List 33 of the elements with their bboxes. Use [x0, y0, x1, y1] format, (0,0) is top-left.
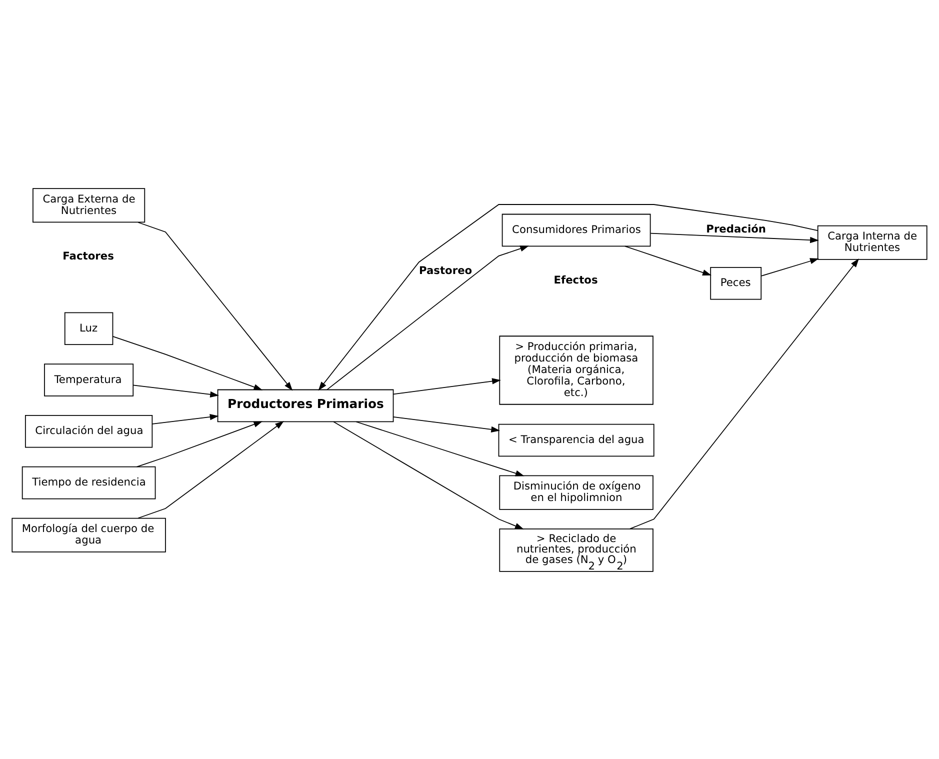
node-box: Consumidores Primarios — [502, 213, 651, 246]
node-box: Carga Externa de Nutrientes — [32, 188, 146, 222]
node-box: Carga Interna de Nutrientes — [817, 224, 928, 260]
node-box: Peces — [710, 266, 762, 300]
node-box: Circulación del agua — [24, 414, 153, 448]
arrow — [624, 245, 712, 276]
arrow — [650, 232, 819, 243]
arrow — [138, 221, 293, 390]
arrow — [392, 378, 501, 394]
node-box: Tiempo de residencia — [22, 466, 156, 499]
node-box: Disminución de oxígeno en el hipolimnion — [499, 474, 654, 510]
arrow — [152, 413, 219, 424]
node-box: Luz — [64, 312, 114, 344]
arrow — [356, 420, 524, 476]
edge-label: Predación — [706, 222, 766, 236]
arrow — [318, 204, 818, 390]
arrow — [136, 420, 263, 467]
label: Efectos — [554, 272, 598, 286]
arrow — [760, 258, 819, 276]
arrow — [326, 245, 529, 390]
node-box: Morfología del cuerpo de agua — [12, 517, 166, 552]
arrow — [132, 384, 220, 397]
arrow — [138, 420, 284, 518]
arrow — [112, 336, 263, 390]
edge-label: Pastoreo — [418, 264, 472, 277]
node-box: Temperatura — [44, 363, 134, 396]
arrow — [333, 420, 524, 529]
node-box: Productores Primarios — [217, 388, 394, 422]
arrow — [630, 258, 859, 529]
label: Factores — [62, 249, 114, 262]
node-box: < Transparencia del agua — [498, 423, 654, 456]
arrow — [392, 416, 500, 432]
node-box: > Producción primaria, producción de biomasa (Materia orgánica, Clorofila, Carbono, etc.) — [499, 335, 654, 404]
